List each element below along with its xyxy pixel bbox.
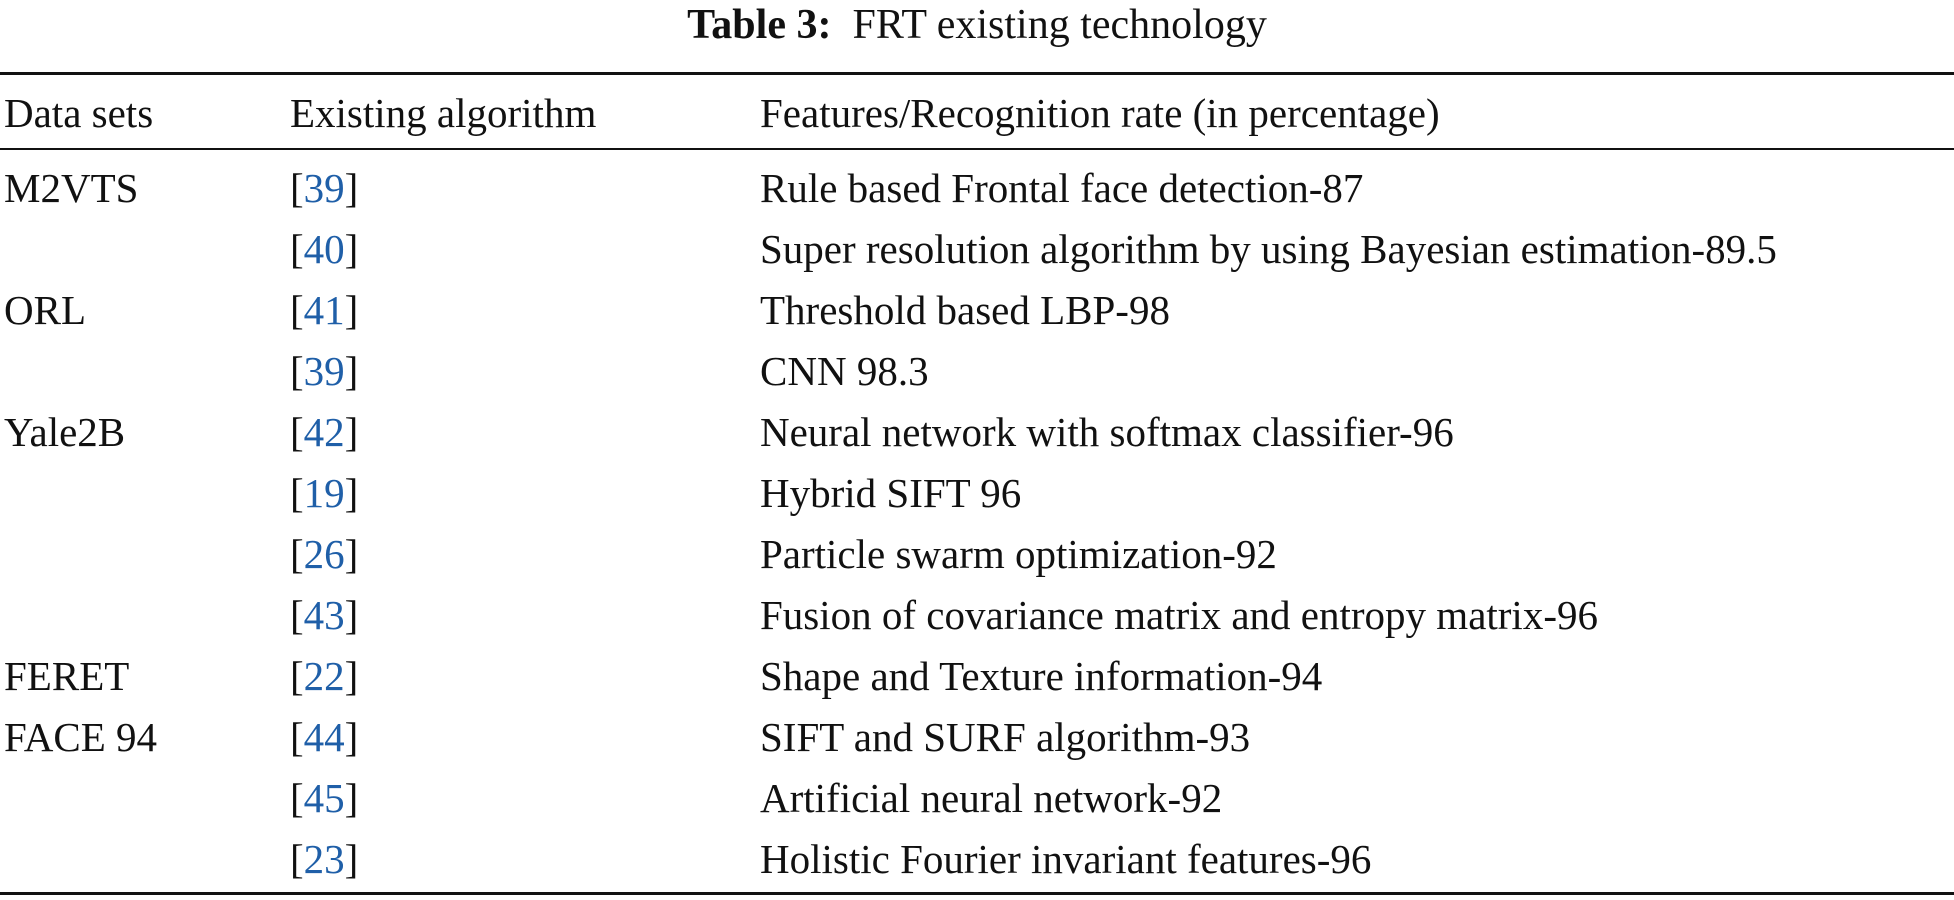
citation-link[interactable]: 44: [303, 714, 345, 760]
citation-cell: [19]: [290, 470, 359, 516]
citation-link[interactable]: 19: [303, 470, 345, 516]
header-features-recognition-rate: Features/Recognition rate (in percentage…: [760, 90, 1440, 136]
citation-link[interactable]: 39: [303, 348, 345, 394]
citation-link[interactable]: 42: [303, 409, 345, 455]
table-row: Yale2B [42] Neural network with softmax …: [0, 402, 1954, 463]
dataset-cell: FERET: [4, 653, 130, 699]
table-caption-title: FRT existing technology: [852, 2, 1267, 48]
table-row: FERET [22] Shape and Texture information…: [0, 646, 1954, 707]
citation-cell: [45]: [290, 775, 359, 821]
table-row: [23] Holistic Fourier invariant features…: [0, 829, 1954, 890]
dataset-cell: FACE 94: [4, 714, 158, 760]
citation-link[interactable]: 45: [303, 775, 345, 821]
table-top-rule: [0, 72, 1954, 75]
table-row: [39] CNN 98.3: [0, 341, 1954, 402]
feature-cell: Super resolution algorithm by using Baye…: [760, 226, 1777, 272]
feature-cell: Rule based Frontal face detection-87: [760, 165, 1364, 211]
table-row: [43] Fusion of covariance matrix and ent…: [0, 585, 1954, 646]
feature-cell: Shape and Texture information-94: [760, 653, 1323, 699]
table-row: [26] Particle swarm optimization-92: [0, 524, 1954, 585]
citation-cell: [41]: [290, 287, 359, 333]
feature-cell: Fusion of covariance matrix and entropy …: [760, 592, 1598, 638]
citation-cell: [26]: [290, 531, 359, 577]
feature-cell: Neural network with softmax classifier-9…: [760, 409, 1454, 455]
citation-cell: [40]: [290, 226, 359, 272]
dataset-cell: ORL: [4, 287, 86, 333]
feature-cell: Holistic Fourier invariant features-96: [760, 836, 1372, 882]
dataset-cell: Yale2B: [4, 409, 126, 455]
feature-cell: Artificial neural network-92: [760, 775, 1223, 821]
header-existing-algorithm: Existing algorithm: [290, 90, 597, 136]
table-caption: Table 3: FRT existing technology: [0, 0, 1954, 50]
citation-cell: [43]: [290, 592, 359, 638]
table-row: [40] Super resolution algorithm by using…: [0, 219, 1954, 280]
table-header-rule: [0, 148, 1954, 150]
feature-cell: CNN 98.3: [760, 348, 929, 394]
citation-link[interactable]: 39: [303, 165, 345, 211]
dataset-cell: M2VTS: [4, 165, 139, 211]
table-row: [45] Artificial neural network-92: [0, 768, 1954, 829]
citation-cell: [42]: [290, 409, 359, 455]
feature-cell: SIFT and SURF algorithm-93: [760, 714, 1251, 760]
citation-link[interactable]: 23: [303, 836, 345, 882]
table-row: FACE 94 [44] SIFT and SURF algorithm-93: [0, 707, 1954, 768]
citation-cell: [22]: [290, 653, 359, 699]
citation-link[interactable]: 41: [303, 287, 345, 333]
feature-cell: Hybrid SIFT 96: [760, 470, 1022, 516]
table-row: M2VTS [39] Rule based Frontal face detec…: [0, 158, 1954, 219]
header-data-sets: Data sets: [4, 90, 154, 136]
table-bottom-rule: [0, 892, 1954, 895]
feature-cell: Particle swarm optimization-92: [760, 531, 1277, 577]
citation-link[interactable]: 43: [303, 592, 345, 638]
citation-link[interactable]: 22: [303, 653, 345, 699]
citation-cell: [39]: [290, 165, 359, 211]
table-caption-label: Table 3:: [687, 2, 832, 48]
citation-link[interactable]: 26: [303, 531, 345, 577]
citation-cell: [44]: [290, 714, 359, 760]
citation-link[interactable]: 40: [303, 226, 345, 272]
feature-cell: Threshold based LBP-98: [760, 287, 1170, 333]
table-header-row: Data sets Existing algorithm Features/Re…: [0, 82, 1954, 144]
citation-cell: [23]: [290, 836, 359, 882]
table-row: ORL [41] Threshold based LBP-98: [0, 280, 1954, 341]
citation-cell: [39]: [290, 348, 359, 394]
table-row: [19] Hybrid SIFT 96: [0, 463, 1954, 524]
